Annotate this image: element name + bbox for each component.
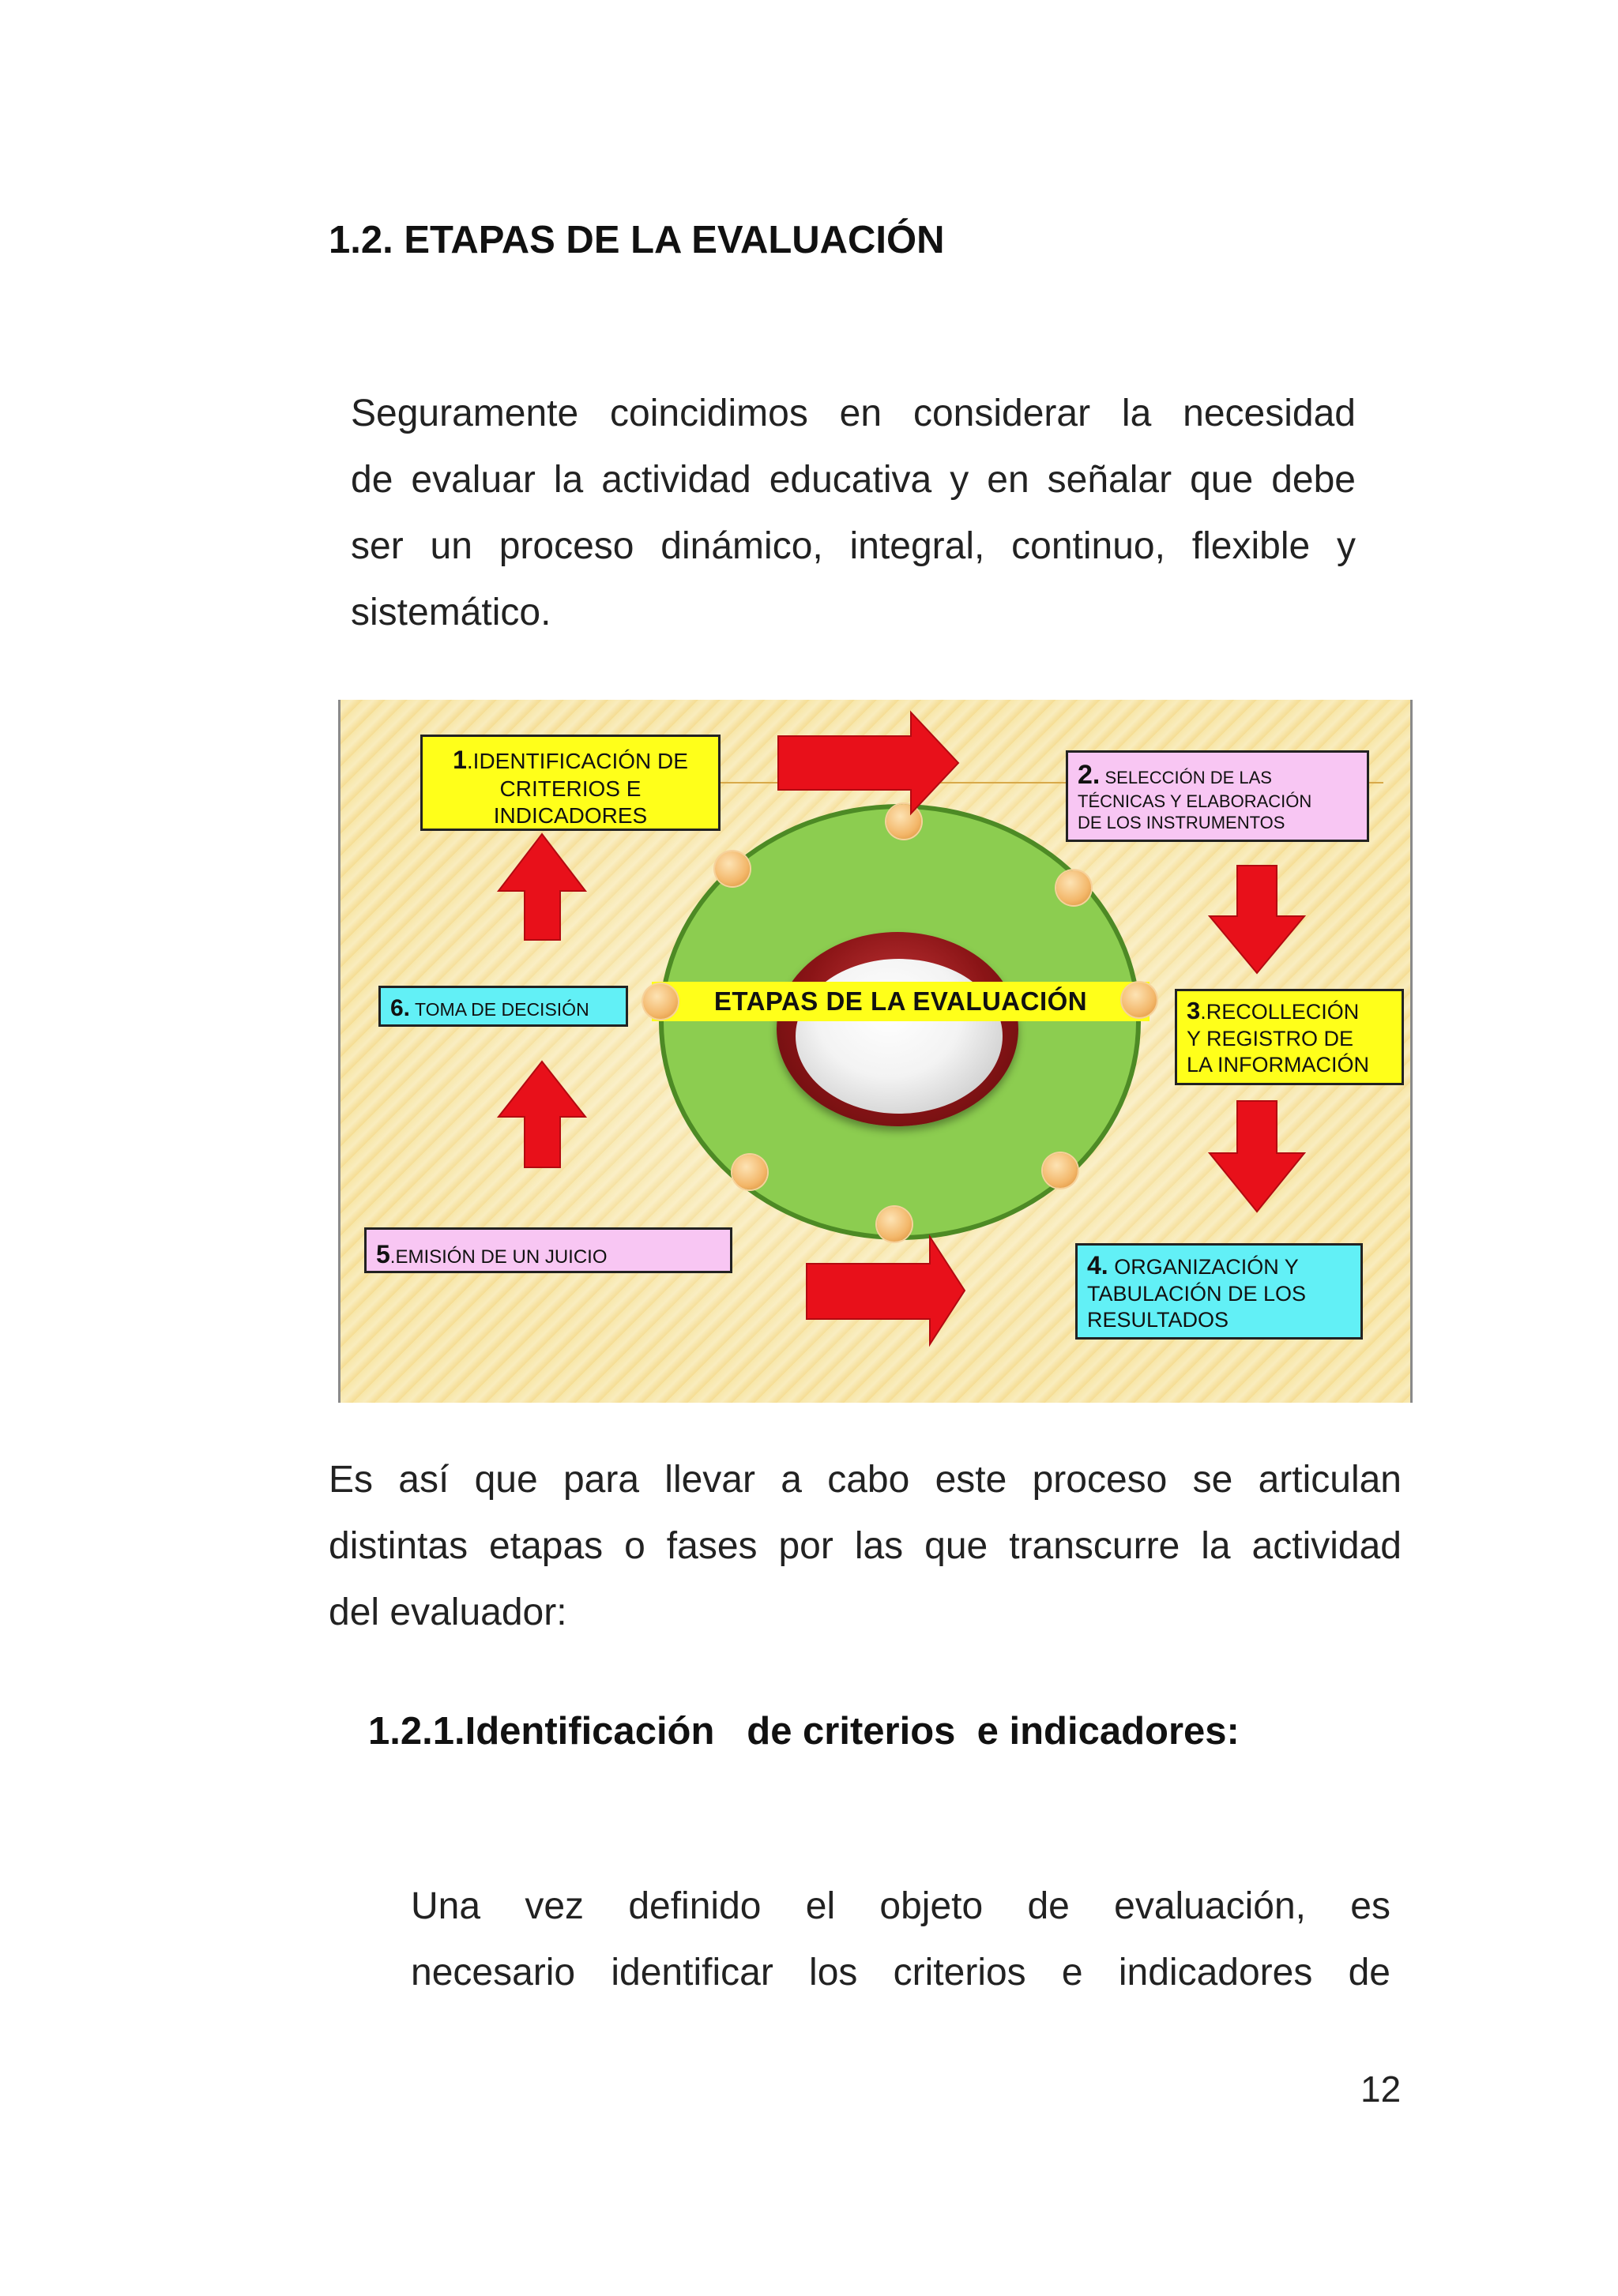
arrow-up-lower-left (496, 1060, 588, 1168)
stage-6-number: 6. (390, 995, 411, 1021)
arrow-down-upper-right (1207, 865, 1307, 975)
evaluation-stages-figure: ETAPAS DE LA EVALUACIÓN 1.IDENTIFICACIÓN… (338, 700, 1413, 1403)
third-paragraph: Una vez definido el objeto de evaluación… (411, 1873, 1390, 2006)
stage-5-box: 5.EMISIÓN DE UN JUICIO (364, 1227, 732, 1273)
stage-3-line-2: Y REGISTRO DE (1187, 1026, 1354, 1050)
stage-4-number: 4. (1087, 1251, 1108, 1280)
ring-dot-left (643, 984, 678, 1019)
third-line-2: necesario identificar los criterios e in… (411, 1952, 1390, 1993)
stage-2-line-3: DE LOS INSTRUMENTOS (1078, 813, 1285, 833)
second-paragraph: Es así que para llevar a cabo este proce… (329, 1447, 1402, 1646)
stage-4-line-2: TABULACIÓN DE LOS (1087, 1282, 1307, 1306)
stage-2-box: 2. SELECCIÓN DE LAS TÉCNICAS Y ELABORACI… (1066, 750, 1369, 842)
second-line-3: del evaluador: (329, 1591, 567, 1633)
ring-dot-lower-left (732, 1155, 767, 1189)
stage-2-line-1: SELECCIÓN DE LAS (1100, 768, 1272, 787)
ring-dot-upper-right (1056, 870, 1091, 905)
subsection-heading: 1.2.1.Identificación de criterios e indi… (368, 1710, 1240, 1753)
third-line-1: Una vez definido el objeto de evaluación… (411, 1885, 1390, 1927)
stage-1-box: 1.IDENTIFICACIÓN DE CRITERIOS E INDICADO… (420, 735, 721, 831)
ring-dot-lower-right (1043, 1153, 1078, 1188)
intro-paragraph: Seguramente coincidimos en considerar la… (351, 381, 1356, 646)
center-title: ETAPAS DE LA EVALUACIÓN (713, 986, 1088, 1016)
stage-3-box: 3.RECOLLECIÓN Y REGISTRO DE LA INFORMACI… (1175, 989, 1404, 1085)
second-line-2: distintas etapas o fases por las que tra… (329, 1525, 1402, 1567)
ring-dot-upper-left (715, 851, 750, 886)
stage-5-line-1: .EMISIÓN DE UN JUICIO (389, 1246, 608, 1268)
stage-3-number: 3 (1187, 997, 1201, 1024)
arrow-up-upper-left (496, 832, 588, 941)
stage-3-line-3: LA INFORMACIÓN (1187, 1052, 1370, 1077)
stage-6-line-1: TOMA DE DECISIÓN (410, 999, 589, 1020)
stage-5-number: 5 (376, 1240, 390, 1268)
second-line-1: Es así que para llevar a cabo este proce… (329, 1459, 1402, 1501)
stage-4-line-1: ORGANIZACIÓN Y (1108, 1255, 1299, 1279)
stage-1-line-1: .IDENTIFICACIÓN DE (466, 749, 688, 773)
stage-6-box: 6. TOMA DE DECISIÓN (378, 986, 628, 1027)
top-connector-line (720, 782, 1383, 783)
stage-4-box: 4. ORGANIZACIÓN Y TABULACIÓN DE LOS RESU… (1075, 1243, 1363, 1340)
stage-2-number: 2. (1078, 760, 1101, 790)
intro-line-1: Seguramente coincidimos en considerar la… (351, 393, 1356, 434)
ring-dot-right (1122, 983, 1157, 1017)
stage-1-line-3: INDICADORES (493, 803, 648, 829)
ring-dot-bottom (877, 1207, 912, 1242)
stage-2-line-2: TÉCNICAS Y ELABORACIÓN (1078, 791, 1312, 812)
arrow-right-top (777, 710, 960, 816)
intro-line-2: de evaluar la actividad educativa y en s… (351, 459, 1356, 501)
stage-arrows (496, 710, 1307, 1347)
arrow-down-lower-right (1207, 1100, 1307, 1213)
stage-4-line-3: RESULTADOS (1087, 1307, 1229, 1332)
stage-3-line-1: .RECOLLECIÓN (1200, 1000, 1360, 1024)
arrow-right-bottom (806, 1234, 966, 1347)
center-title-band: ETAPAS DE LA EVALUACIÓN (652, 982, 1150, 1021)
stage-1-number: 1 (453, 746, 467, 774)
intro-line-4: sistemático. (351, 592, 551, 633)
intro-line-3: ser un proceso dinámico, integral, conti… (351, 525, 1356, 567)
section-heading: 1.2. ETAPAS DE LA EVALUACIÓN (329, 219, 945, 261)
stage-1-line-2: CRITERIOS E (499, 776, 642, 802)
page-number: 12 (1360, 2069, 1402, 2110)
